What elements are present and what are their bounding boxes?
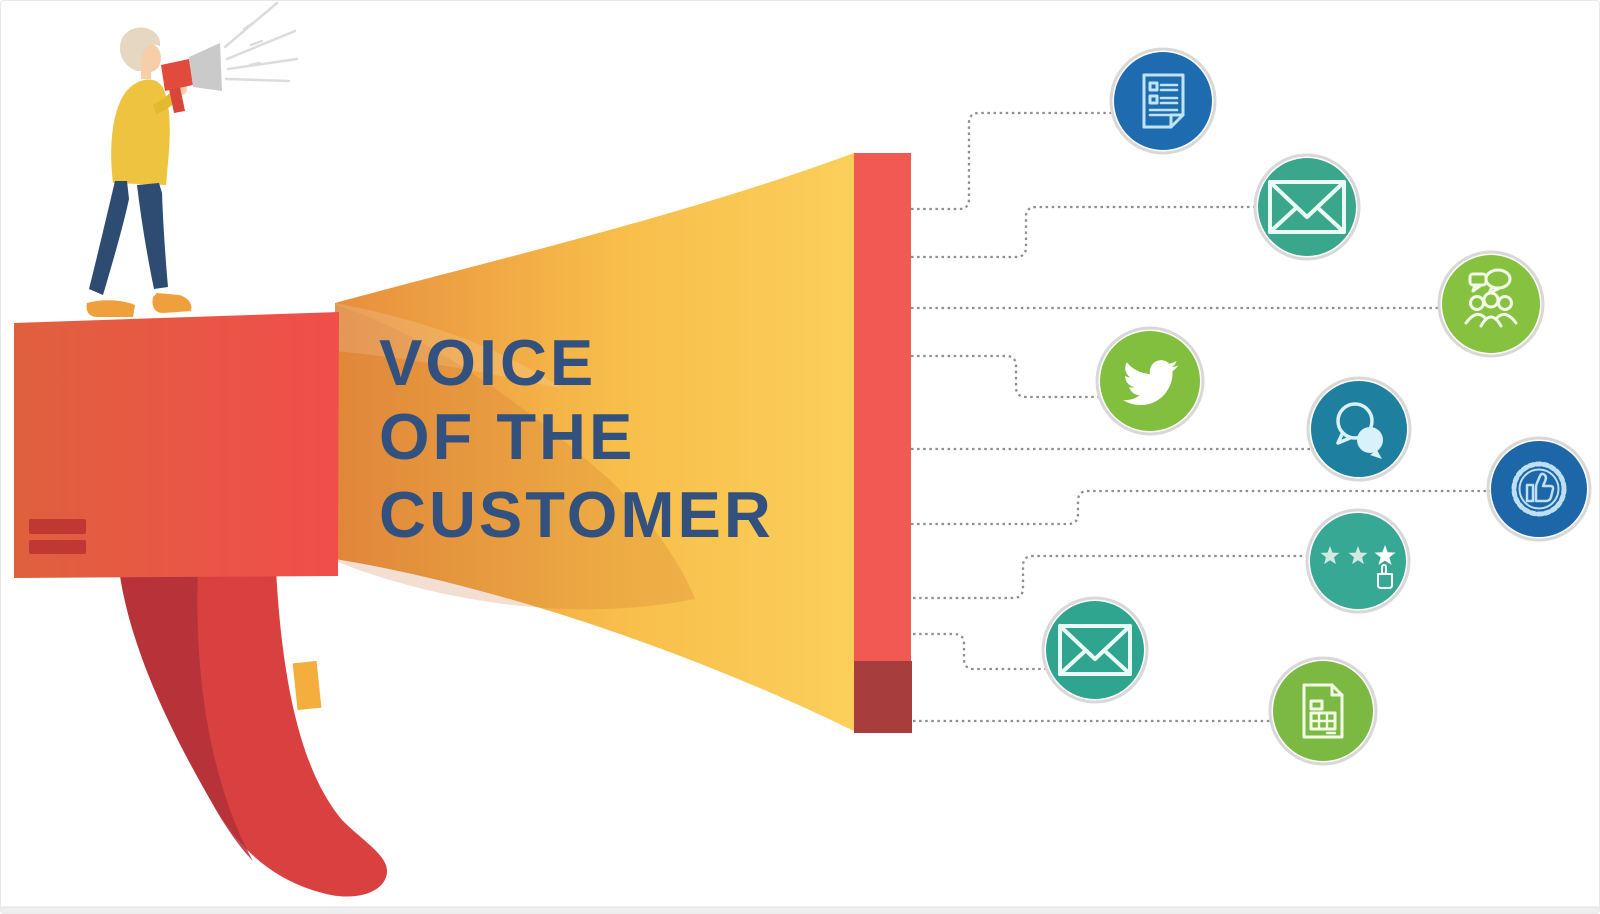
- person-face: [139, 44, 161, 72]
- title-line-2: OF THE: [379, 400, 635, 473]
- news-report-icon: [1268, 656, 1378, 766]
- person-figure: [86, 1, 299, 317]
- connector-line-2: [911, 205, 1257, 259]
- connector-line-4: [911, 354, 1102, 399]
- connector-line-7: [913, 554, 1309, 600]
- megaphone-rim: [854, 153, 911, 661]
- handle-button: [292, 660, 322, 711]
- person-shoe: [152, 293, 192, 313]
- thumbs-up-badge-icon: [1486, 436, 1592, 542]
- title-line-3: CUSTOMER: [379, 478, 774, 551]
- cone-shading: [335, 305, 695, 610]
- email-envelope-icon: [1253, 153, 1361, 261]
- sound-burst-rays: [223, 1, 299, 83]
- megaphone-handle: [119, 569, 387, 897]
- person-shoe: [86, 300, 135, 317]
- body-stripe: [29, 540, 86, 554]
- person-hair: [119, 27, 161, 71]
- twitter-bird-icon: [1095, 326, 1205, 436]
- small-megaphone: [161, 43, 222, 113]
- star-rating-icon: [1305, 508, 1411, 614]
- chat-bubbles-icon: [1306, 376, 1412, 482]
- connector-line-1: [911, 111, 1113, 211]
- connector-lines: [911, 111, 1490, 723]
- connector-line-6: [911, 489, 1490, 526]
- email-envelope-2-icon: [1041, 596, 1149, 704]
- megaphone-rim-shadow: [854, 661, 912, 733]
- handle-shadow: [119, 569, 253, 861]
- person-leg: [137, 183, 168, 289]
- footer-strip: [1, 907, 1599, 913]
- title-line-1: VOICE: [379, 326, 596, 399]
- connector-line-8: [913, 632, 1049, 671]
- cone-highlight: [335, 303, 563, 389]
- megaphone-body: [14, 312, 339, 578]
- megaphone-illustration: [14, 153, 912, 897]
- community-group-icon: [1437, 250, 1545, 358]
- person-leg: [89, 181, 129, 295]
- page-title: VOICE OF THE CUSTOMER: [379, 326, 774, 551]
- megaphone-cone: [335, 153, 854, 731]
- person-sweater: [111, 79, 170, 185]
- survey-document-icon: [1109, 47, 1217, 155]
- body-stripe: [29, 519, 86, 534]
